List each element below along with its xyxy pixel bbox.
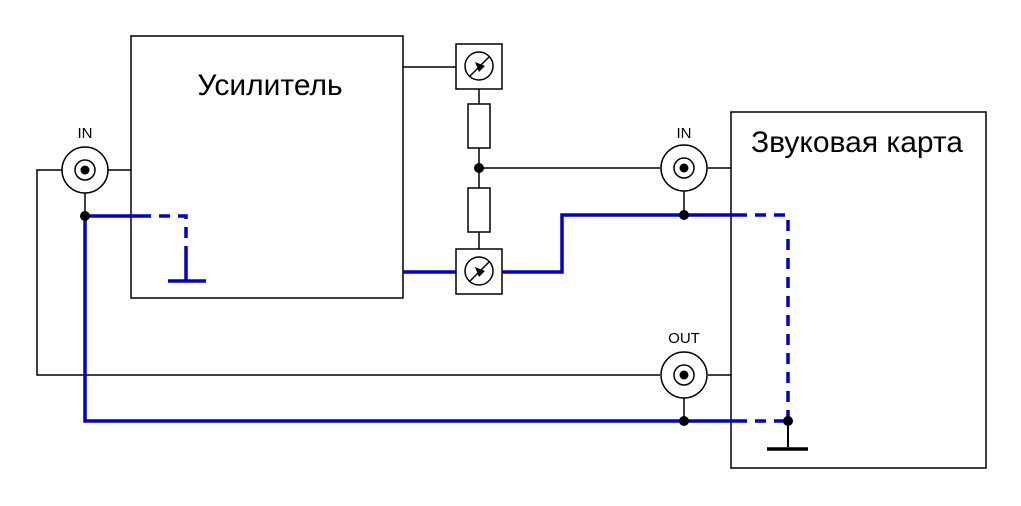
card-out-connector: OUT: [660, 330, 708, 399]
ground-wire-meter-to-card-in: [502, 213, 736, 274]
resistor-icon: [467, 103, 491, 149]
signal-wires: [36, 66, 731, 421]
amplifier-box: [130, 35, 404, 299]
sound-card-block: Звуковая карта: [730, 111, 987, 469]
ground-wire-amp-to-card-out: [83, 216, 736, 423]
junction-dot: [783, 416, 793, 426]
sound-card-title: Звуковая карта: [751, 126, 963, 159]
junction-dot: [474, 163, 484, 173]
card-in-label: IN: [677, 125, 692, 142]
ground-icon: [168, 250, 206, 283]
internal-ground-card-vertical: [736, 213, 790, 421]
wire-amp-in-to-card-out: [36, 169, 660, 376]
amp-in-label: IN: [78, 125, 93, 142]
ground-wires: [83, 213, 736, 423]
meter-icon: [455, 43, 503, 90]
sound-card-box: [730, 111, 987, 469]
amp-in-connector: IN: [61, 125, 109, 194]
internal-ground-wires: [140, 213, 790, 423]
card-out-label: OUT: [668, 330, 700, 347]
junction-dot: [679, 210, 689, 220]
junction-dots: [80, 163, 793, 426]
bnc-connector-icon: [660, 144, 708, 192]
amplifier-title: Усилитель: [197, 69, 342, 102]
card-in-connector: IN: [660, 125, 708, 192]
internal-ground-amp: [140, 214, 188, 250]
amplifier-block: Усилитель: [130, 35, 404, 299]
junction-dot: [679, 416, 689, 426]
resistor-icon: [467, 187, 491, 233]
meter-icon: [455, 248, 503, 295]
bnc-connector-icon: [61, 146, 109, 194]
bnc-connector-icon: [660, 351, 708, 399]
junction-dot: [80, 211, 90, 221]
